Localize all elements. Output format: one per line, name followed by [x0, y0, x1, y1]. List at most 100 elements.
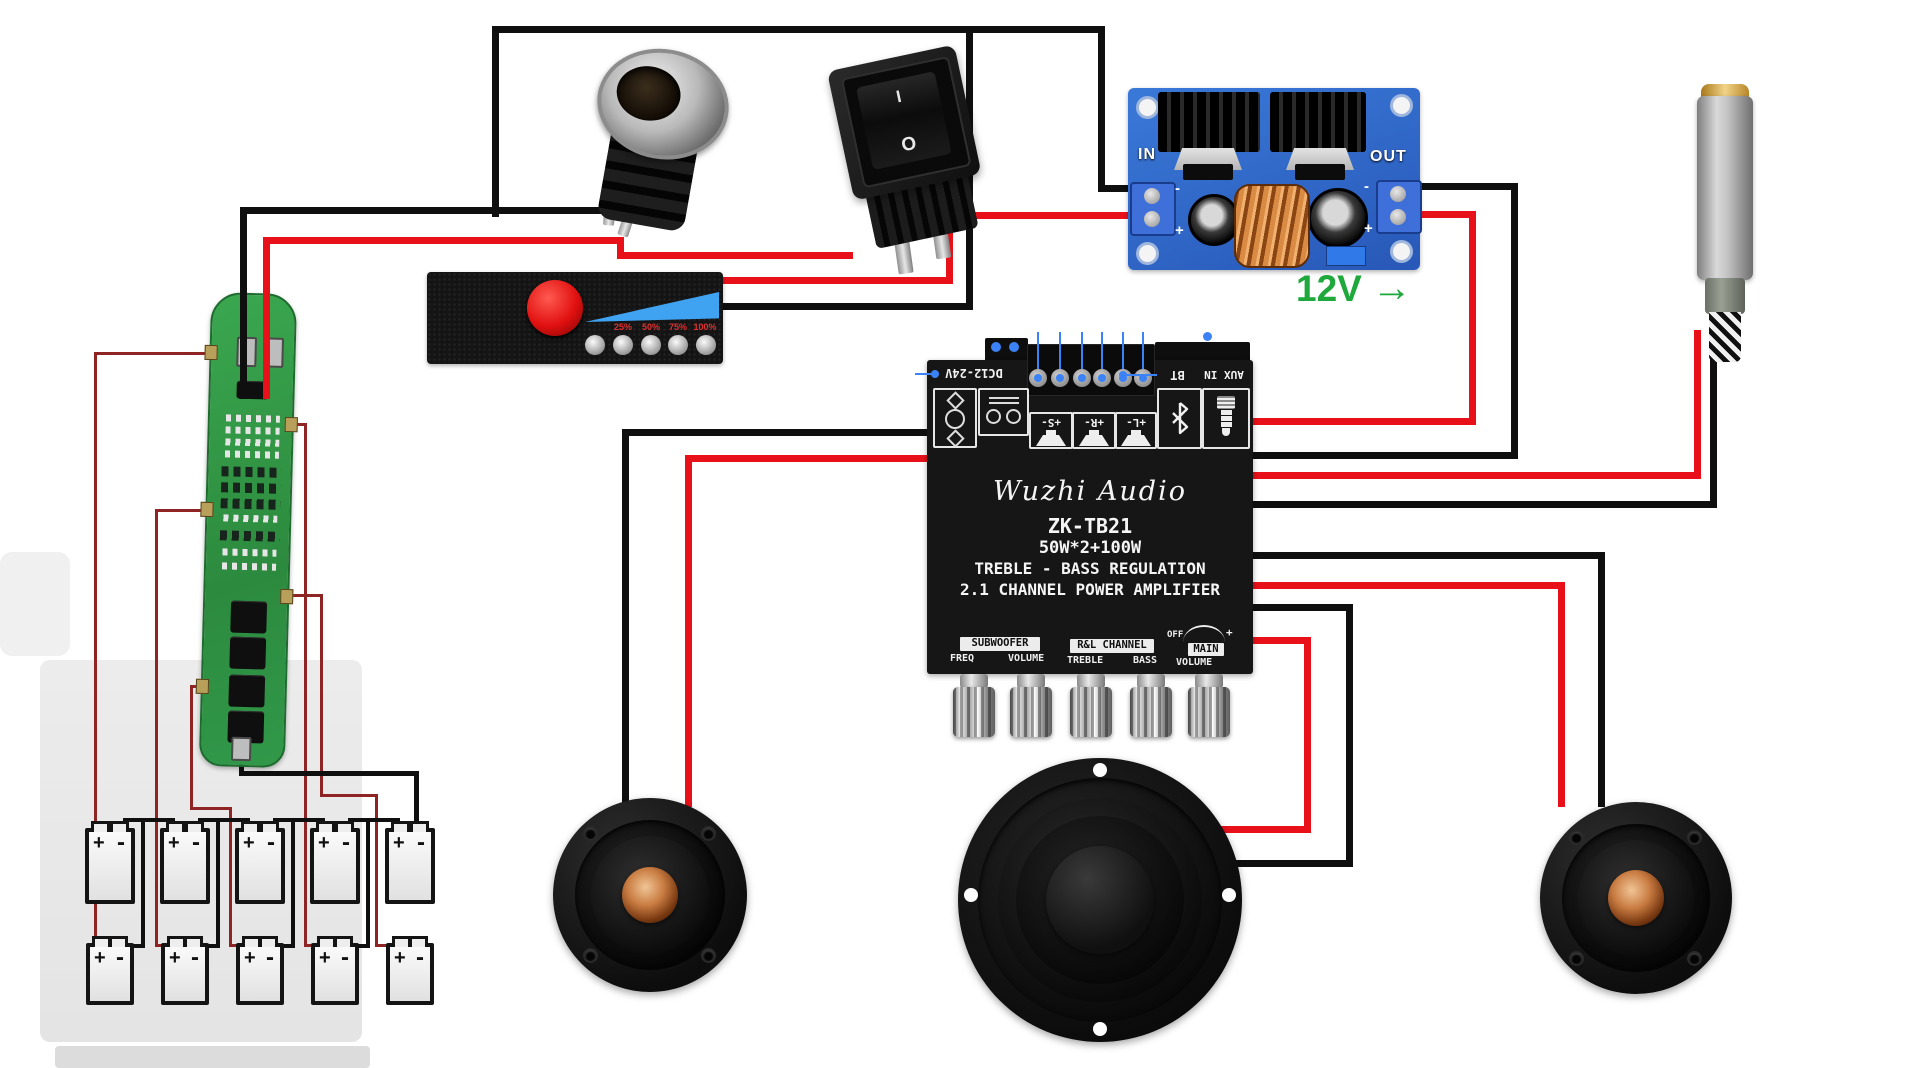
black-wire-segment [279, 944, 293, 948]
mount-hole [1390, 94, 1413, 117]
black-wire-segment [123, 818, 175, 822]
bms-pcb [198, 291, 298, 769]
balance-wire-segment [304, 423, 307, 947]
power-rating-text: 50W*2+100W [1038, 538, 1142, 558]
battery-terminal-tab [184, 936, 203, 947]
wire-marker [1142, 332, 1144, 376]
wire-marker [1059, 332, 1061, 376]
out-label: OUT [1370, 148, 1407, 165]
battery-terminal-tab [409, 936, 428, 947]
black-wire-segment [239, 771, 419, 776]
balance-wire-segment [190, 685, 193, 810]
feature-text: 2.1 CHANNEL POWER AMPLIFIER [959, 580, 1221, 599]
screw-hole [1689, 953, 1700, 964]
switch-body: I O [826, 44, 982, 201]
battery-cell: +- [311, 936, 359, 1005]
smd-row [220, 482, 282, 494]
black-wire-segment [492, 26, 499, 217]
terminal-screw [1144, 211, 1160, 227]
terminal-label: +S- [1041, 416, 1061, 429]
bt-label: BT [1170, 368, 1185, 382]
knob-nut [1137, 674, 1165, 688]
smd-row [220, 498, 281, 510]
screw-dot [1098, 374, 1106, 382]
callout-dot [1119, 371, 1127, 379]
knob-nut [1077, 674, 1105, 688]
battery-terminal-tab [166, 821, 185, 832]
battery-cell: +- [235, 821, 285, 904]
balance-wire-segment [320, 794, 378, 797]
red-wire-segment [1694, 330, 1701, 479]
red-wire-segment [1216, 826, 1311, 833]
subwoofer-speaker [958, 758, 1242, 1042]
speaker-icon [1036, 435, 1066, 446]
black-wire-segment [495, 26, 1103, 33]
out-minus-mark: - [1364, 178, 1369, 195]
treble-label: TREBLE [1067, 655, 1104, 666]
balance-wire-segment [375, 794, 378, 947]
dust-cap [1046, 846, 1154, 954]
braided-cable [1709, 312, 1741, 362]
black-wire-segment [198, 818, 250, 822]
left-gray-blob [0, 552, 70, 656]
black-wire-segment [414, 771, 419, 831]
battery-minus-mark: - [116, 944, 124, 971]
battery-terminal-tab [241, 821, 260, 832]
black-wire-segment [1098, 26, 1105, 192]
level-led [585, 335, 605, 355]
battery-terminal-tab [185, 821, 204, 832]
black-wire-segment [291, 818, 295, 948]
black-wire-segment [204, 944, 218, 948]
jack-barrel [1697, 96, 1753, 280]
in-minus-mark: - [1175, 180, 1180, 197]
red-wire-segment [1253, 582, 1565, 589]
smd-row [222, 548, 277, 557]
mosfet [229, 636, 267, 670]
red-wire-segment [1558, 582, 1565, 807]
buck-converter-module: IN OUT - + - + [1128, 88, 1422, 270]
red-wire-segment [1469, 211, 1476, 425]
bottom-gray-strip [55, 1046, 370, 1068]
terminal-screw [1390, 186, 1406, 202]
heatsink [1270, 92, 1366, 152]
screw-hole [1093, 1022, 1107, 1036]
battery-terminal-tab [316, 821, 335, 832]
subwoofer-terminal-box: +S- [1029, 412, 1073, 449]
off-label: OFF [1167, 630, 1184, 640]
red-wire-segment [617, 252, 853, 259]
bass-knob [1130, 687, 1172, 737]
battery-level-indicator: 25% 50% 75% 100% [427, 272, 723, 364]
battery-minus-mark: - [267, 829, 275, 856]
battery-plus-mark: + [93, 832, 105, 854]
bms-board [194, 287, 302, 771]
battery-terminal-tab [109, 936, 128, 947]
voltage-value: 12V [1296, 268, 1362, 309]
speaker-icon [1121, 435, 1151, 446]
red-wire-segment [886, 212, 1148, 219]
red-wire-segment [1253, 418, 1475, 425]
balance-wire-segment [375, 944, 389, 947]
red-wire-segment [617, 237, 624, 259]
switch-face: I O [840, 55, 972, 189]
input-terminal [1130, 182, 1176, 236]
knob-nut [1017, 674, 1045, 688]
black-wire-segment [1253, 604, 1353, 611]
speaker-icon [1131, 430, 1141, 435]
black-wire-segment [622, 429, 927, 436]
terminal-label: +L- [1126, 416, 1146, 429]
battery-terminal-tab [391, 821, 410, 832]
black-wire-segment [1598, 552, 1605, 807]
battery-plus-mark: + [393, 832, 405, 854]
black-wire-segment [273, 818, 325, 822]
black-wire-segment [243, 207, 603, 214]
black-wire-segment [1253, 501, 1717, 508]
red-wire-segment [722, 277, 952, 284]
wire-marker [1081, 332, 1083, 376]
callout-line [1123, 374, 1157, 376]
dome [622, 867, 678, 923]
callout-line [915, 373, 935, 375]
transistor [1295, 164, 1345, 180]
black-wire-segment [1253, 452, 1516, 459]
battery-plus-mark: + [94, 947, 106, 969]
treble-knob [1070, 687, 1112, 737]
